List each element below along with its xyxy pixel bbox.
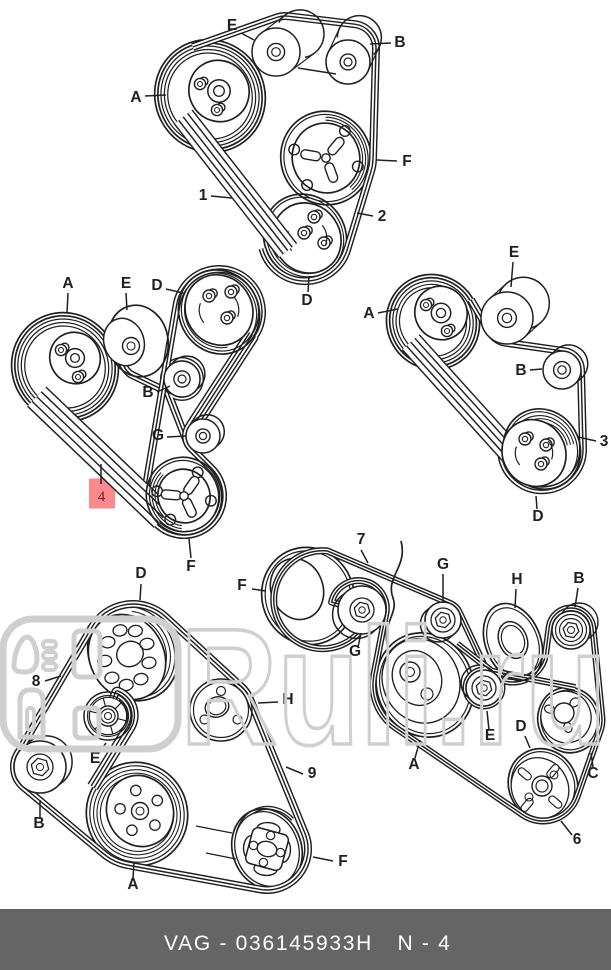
svg-text:H: H bbox=[511, 571, 522, 588]
svg-text:B: B bbox=[573, 570, 584, 587]
svg-text:B: B bbox=[515, 362, 526, 379]
svg-text:E: E bbox=[485, 727, 495, 744]
svg-text:3: 3 bbox=[600, 433, 609, 450]
svg-text:9: 9 bbox=[308, 765, 317, 782]
svg-text:7: 7 bbox=[357, 531, 366, 548]
svg-text:B: B bbox=[142, 384, 153, 401]
svg-text:E: E bbox=[121, 275, 131, 292]
svg-text:A: A bbox=[363, 305, 374, 322]
svg-text:1: 1 bbox=[199, 187, 208, 204]
svg-text:G: G bbox=[152, 427, 164, 444]
svg-text:2: 2 bbox=[378, 208, 387, 225]
svg-text:E: E bbox=[227, 17, 237, 34]
svg-text:D: D bbox=[515, 718, 526, 735]
svg-text:G: G bbox=[437, 556, 449, 573]
svg-text:G: G bbox=[349, 643, 361, 660]
svg-text:D: D bbox=[532, 508, 543, 525]
svg-text:A: A bbox=[127, 876, 138, 893]
svg-text:N - 4: N - 4 bbox=[397, 932, 451, 955]
svg-text:D: D bbox=[151, 277, 162, 294]
svg-text:H: H bbox=[282, 691, 293, 708]
svg-text:F: F bbox=[237, 577, 246, 594]
svg-text:A: A bbox=[408, 756, 419, 773]
svg-text:4: 4 bbox=[98, 489, 106, 505]
svg-text:6: 6 bbox=[573, 831, 582, 848]
svg-text:E: E bbox=[509, 244, 519, 261]
svg-text:8: 8 bbox=[32, 673, 41, 690]
svg-text:C: C bbox=[587, 765, 598, 782]
svg-text:F: F bbox=[338, 853, 347, 870]
svg-text:B: B bbox=[394, 34, 405, 51]
svg-text:A: A bbox=[130, 89, 141, 106]
svg-text:F: F bbox=[186, 558, 195, 575]
svg-text:E: E bbox=[90, 750, 100, 767]
svg-text:VAG - 036145933H: VAG - 036145933H bbox=[164, 932, 373, 955]
svg-text:A: A bbox=[62, 275, 73, 292]
svg-text:D: D bbox=[301, 292, 312, 309]
svg-text:Ruli.ru: Ruli.ru bbox=[180, 595, 607, 780]
svg-text:D: D bbox=[135, 565, 146, 582]
svg-text:B: B bbox=[33, 815, 44, 832]
svg-text:F: F bbox=[402, 153, 411, 170]
